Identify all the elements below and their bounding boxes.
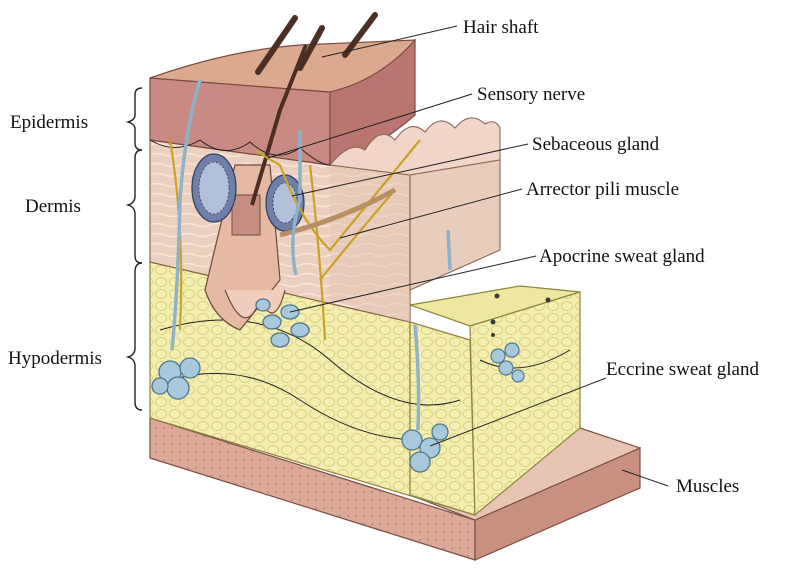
hypodermis-brace [128,263,142,410]
epidermis-brace [128,88,142,150]
label-sensory-nerve: Sensory nerve [477,84,585,105]
label-muscles: Muscles [676,476,739,497]
label-apocrine-sweat-gland: Apocrine sweat gland [539,246,705,267]
dermis-brace [128,150,142,263]
label-sebaceous-gland: Sebaceous gland [532,134,660,155]
label-hair-shaft: Hair shaft [463,17,539,38]
layer-label-hypodermis: Hypodermis [8,348,102,369]
label-eccrine-sweat-gland: Eccrine sweat gland [606,359,759,380]
layer-label-epidermis: Epidermis [10,112,88,133]
layer-label-dermis: Dermis [25,196,81,217]
label-arrector-pili-muscle: Arrector pili muscle [526,179,679,200]
